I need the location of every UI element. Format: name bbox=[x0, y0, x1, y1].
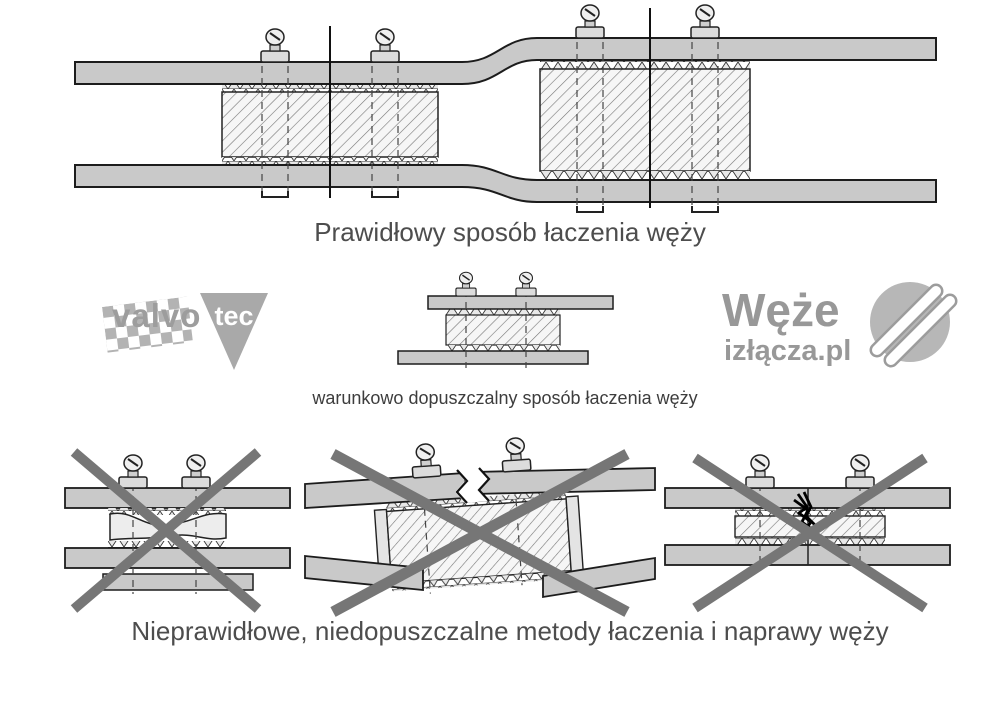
clamp-screw-icon bbox=[690, 4, 720, 39]
weze-izlacza-logo: Węże izłącza.pl bbox=[722, 282, 958, 368]
hose-bottom-wall bbox=[64, 547, 291, 569]
caption-correct: Prawidłowy sposób łaczenia węży bbox=[314, 217, 706, 247]
valvotec-word-valvo: valvo bbox=[112, 297, 201, 334]
barb-serration bbox=[108, 508, 226, 515]
clamp-screw-icon bbox=[260, 28, 290, 63]
incorrect-method-2 bbox=[304, 436, 656, 617]
clamp-screw-icon bbox=[409, 442, 442, 479]
connector-body bbox=[539, 68, 751, 172]
caption-conditional: warunkowo dopuszczalny sposób łaczenia w… bbox=[311, 388, 697, 408]
connector-body bbox=[445, 314, 561, 346]
crack-break bbox=[455, 467, 491, 504]
clamp-screw-icon bbox=[499, 436, 532, 473]
caption-incorrect: Nieprawidłowe, niedopuszczalne metody ła… bbox=[131, 616, 888, 646]
incorrect-method-1 bbox=[64, 448, 291, 613]
hose-top-wall bbox=[427, 295, 614, 310]
weze-logo-line2: izłącza.pl bbox=[724, 335, 851, 367]
conditional-joining-diagram bbox=[397, 271, 614, 368]
hose-pipes-icon bbox=[869, 282, 958, 368]
clamp-screw-icon bbox=[181, 454, 211, 489]
hose-top-wall bbox=[64, 487, 291, 509]
clamp-section-lines bbox=[423, 487, 523, 594]
clamp-screw-icon bbox=[370, 28, 400, 63]
clamp-screw-icon bbox=[575, 4, 605, 39]
hose-connector-small bbox=[445, 309, 561, 351]
hose-bottom-wall bbox=[397, 350, 589, 365]
correct-joining-diagram bbox=[74, 4, 937, 213]
clamp-screw-icon bbox=[845, 454, 875, 489]
barb-serration bbox=[540, 60, 750, 69]
hose-top-wall bbox=[74, 37, 937, 85]
clamp-section-lines bbox=[261, 30, 719, 210]
clamp-screw-icon bbox=[118, 454, 148, 489]
checkered-flag-icon bbox=[102, 296, 193, 353]
valvotec-word-tec: tec bbox=[214, 301, 253, 331]
clamp-screw-icon bbox=[745, 454, 775, 489]
hose-bottom-wall bbox=[74, 164, 937, 203]
weze-logo-line1: Węże bbox=[722, 284, 840, 336]
valvotec-logo: valvo tec bbox=[102, 293, 268, 370]
hose-connector-right bbox=[539, 60, 751, 180]
cross-mark-icon bbox=[70, 448, 262, 613]
barb-serration bbox=[108, 541, 226, 548]
barb-serration bbox=[735, 537, 885, 545]
barb-serration bbox=[446, 345, 560, 351]
clamp-screw-icon bbox=[455, 271, 477, 297]
barb-serration bbox=[540, 171, 750, 180]
cross-mark-icon bbox=[692, 453, 928, 613]
clamp-width-brackets bbox=[261, 191, 719, 213]
clamp-screw-icon bbox=[515, 271, 537, 297]
incorrect-method-3 bbox=[664, 453, 951, 613]
valvotec-triangle bbox=[200, 293, 268, 370]
barb-serration bbox=[391, 570, 572, 592]
cross-mark-icon bbox=[330, 449, 630, 617]
clamp-section-lines bbox=[465, 290, 527, 368]
barb-serration bbox=[446, 309, 560, 315]
barb-serration bbox=[735, 508, 885, 516]
